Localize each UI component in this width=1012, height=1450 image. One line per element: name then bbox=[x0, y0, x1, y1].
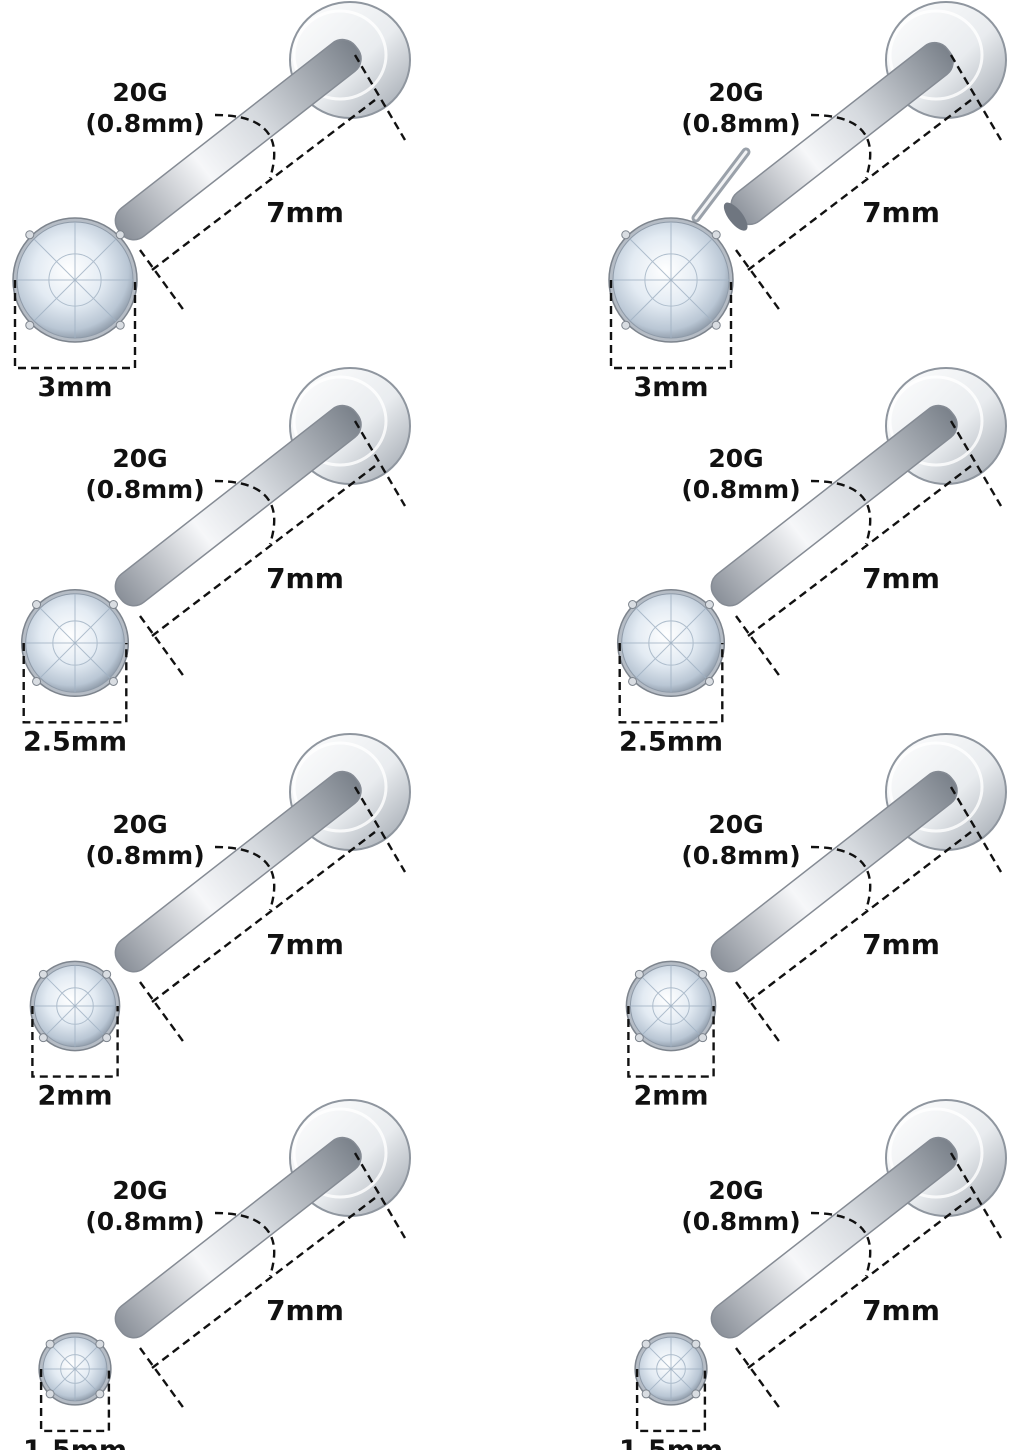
disc-highlight bbox=[888, 741, 984, 833]
gem-size-label: 3mm bbox=[37, 372, 112, 403]
post-bar bbox=[710, 770, 958, 973]
post-bar bbox=[114, 1136, 362, 1339]
length-label: 7mm bbox=[862, 196, 940, 229]
post-bar bbox=[723, 41, 954, 231]
gauge-mm-label: (0.8mm) bbox=[681, 1207, 800, 1236]
earring-item: 20G(0.8mm) 7mm 2mm bbox=[625, 733, 1007, 1112]
gauge-label: 20G bbox=[708, 78, 763, 107]
gauge-label: 20G bbox=[112, 78, 167, 107]
length-label: 7mm bbox=[266, 1294, 344, 1327]
gauge-mm-label: (0.8mm) bbox=[681, 841, 800, 870]
gauge-label: 20G bbox=[112, 444, 167, 473]
gauge-mm-label: (0.8mm) bbox=[681, 475, 800, 504]
post-bar bbox=[114, 404, 362, 607]
gem-size-label: 2.5mm bbox=[23, 726, 127, 757]
gauge-label: 20G bbox=[708, 444, 763, 473]
gauge-label: 20G bbox=[112, 810, 167, 839]
disc-highlight bbox=[888, 9, 984, 101]
length-label: 7mm bbox=[862, 562, 940, 595]
disc-highlight bbox=[888, 1107, 984, 1199]
earring-item: 20G(0.8mm) 7mm 1.5mm bbox=[619, 1099, 1007, 1450]
gauge-label: 20G bbox=[112, 1176, 167, 1205]
gem-size-label: 1.5mm bbox=[23, 1435, 127, 1450]
earring-item: 20G(0.8mm) 7mm 3mm bbox=[12, 1, 411, 403]
earring-item: 20G(0.8mm) 7mm 2.5mm bbox=[616, 367, 1007, 757]
post-bar bbox=[710, 404, 958, 607]
gauge-mm-label: (0.8mm) bbox=[85, 109, 204, 138]
gem-size-label: 1.5mm bbox=[619, 1435, 723, 1450]
gauge-mm-label: (0.8mm) bbox=[681, 109, 800, 138]
gem-size-label: 2.5mm bbox=[619, 726, 723, 757]
post-bar bbox=[114, 770, 362, 973]
earring-item: 20G(0.8mm) 7mm 2.5mm bbox=[20, 367, 411, 757]
earring-item: 20G(0.8mm) 7mm 1.5mm bbox=[23, 1099, 411, 1450]
length-label: 7mm bbox=[862, 928, 940, 961]
earring-item: 20G(0.8mm) 7mm 3mm bbox=[608, 1, 1007, 403]
disc-highlight bbox=[888, 375, 984, 467]
gem-size-label: 3mm bbox=[633, 372, 708, 403]
gauge-mm-label: (0.8mm) bbox=[85, 1207, 204, 1236]
disc-highlight bbox=[292, 1107, 388, 1199]
disc-highlight bbox=[292, 375, 388, 467]
post-bar bbox=[710, 1136, 958, 1339]
disc-highlight bbox=[292, 741, 388, 833]
gauge-mm-label: (0.8mm) bbox=[85, 841, 204, 870]
disc-highlight bbox=[292, 9, 388, 101]
gauge-label: 20G bbox=[708, 810, 763, 839]
length-label: 7mm bbox=[266, 928, 344, 961]
earring-item: 20G(0.8mm) 7mm 2mm bbox=[29, 733, 411, 1112]
length-label: 7mm bbox=[862, 1294, 940, 1327]
gauge-mm-label: (0.8mm) bbox=[85, 475, 204, 504]
gem-size-label: 2mm bbox=[37, 1081, 112, 1112]
gauge-label: 20G bbox=[708, 1176, 763, 1205]
length-label: 7mm bbox=[266, 562, 344, 595]
gem-size-label: 2mm bbox=[633, 1081, 708, 1112]
length-label: 7mm bbox=[266, 196, 344, 229]
